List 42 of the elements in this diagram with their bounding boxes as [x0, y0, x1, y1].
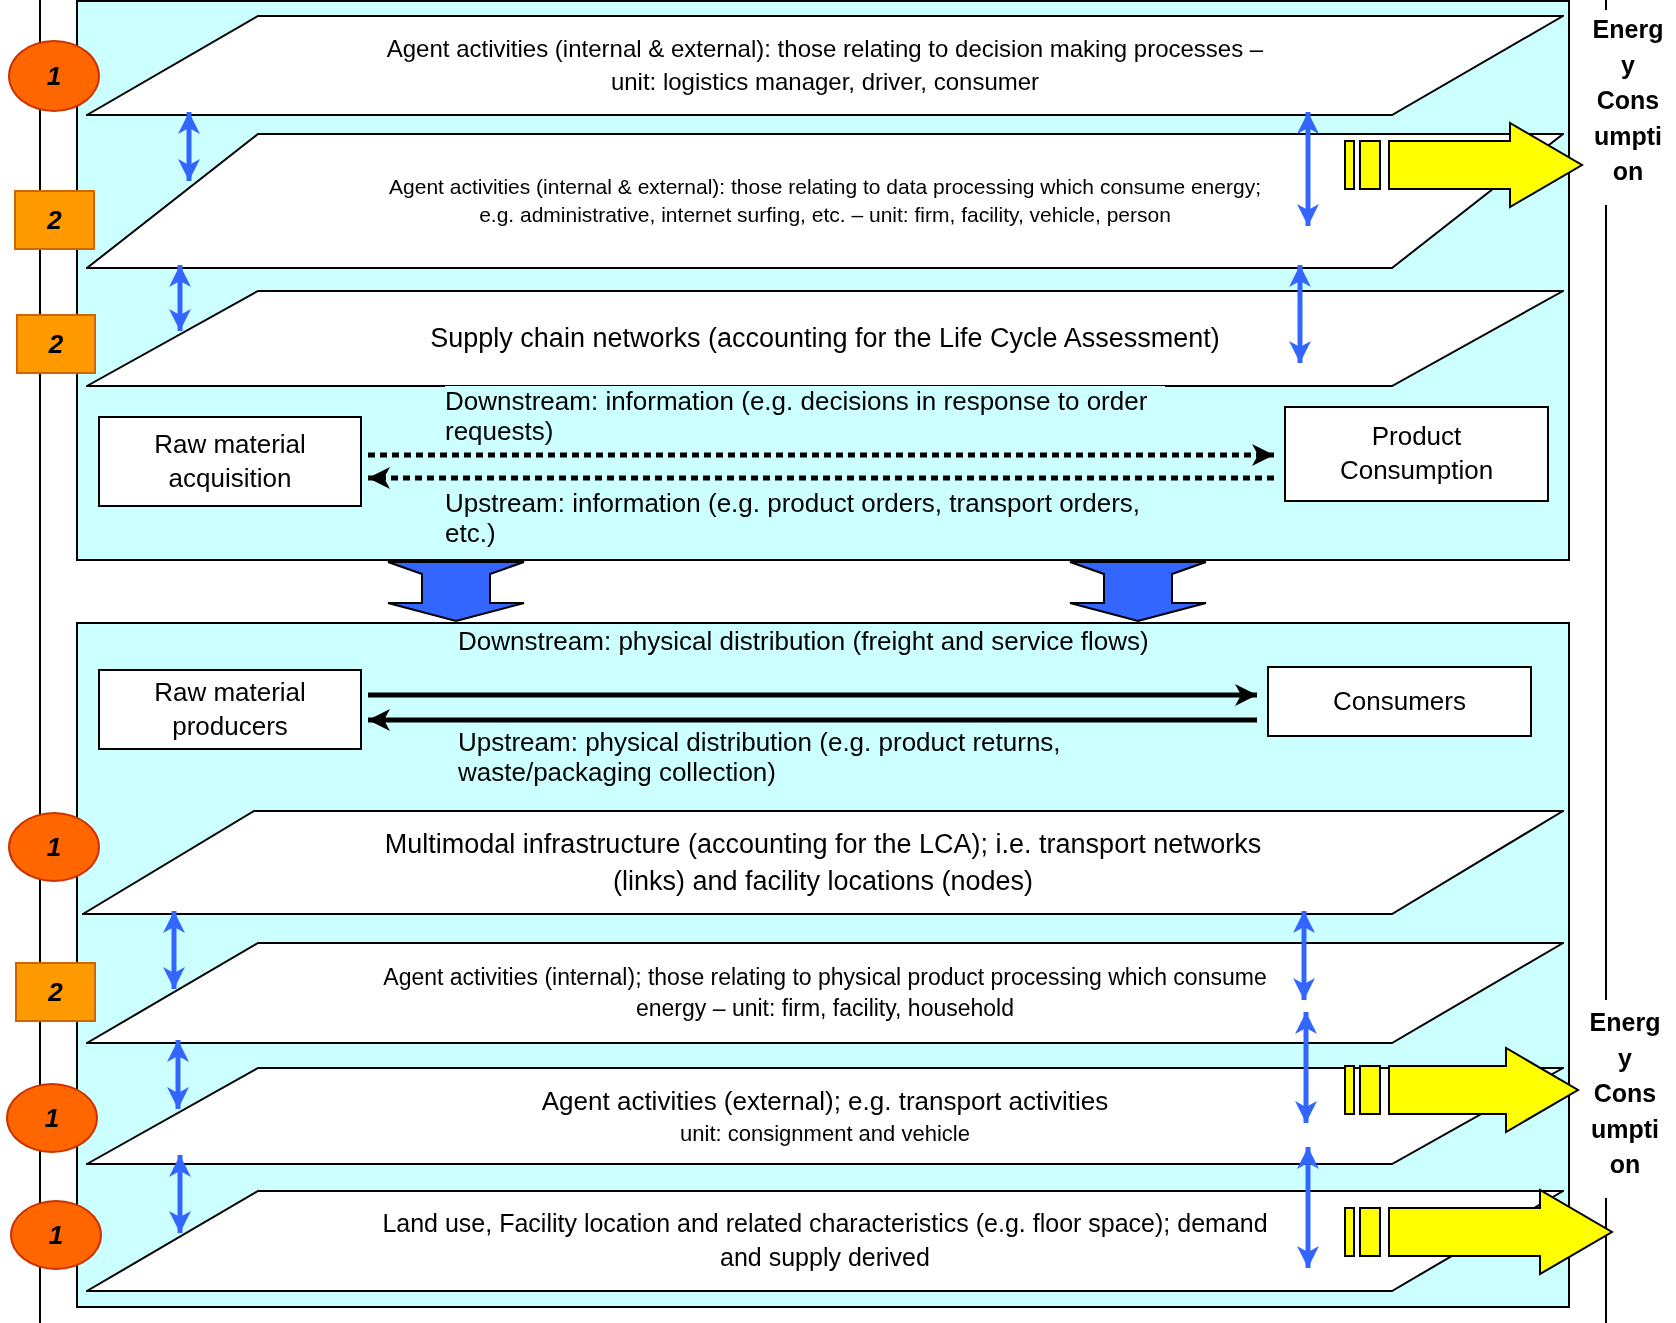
- layer-text: Agent activities (internal); those relating to physical product processing which consume energy – unit: firm, facility, household: [382, 962, 1268, 1023]
- arrow: [368, 444, 1274, 466]
- double-arrow: [163, 911, 185, 989]
- number-badge: 1: [6, 1083, 98, 1153]
- arrow: [368, 467, 1274, 489]
- energy-arrow: [1344, 1188, 1614, 1276]
- double-arrow: [1295, 1012, 1317, 1123]
- panel-background: [76, 622, 1570, 1308]
- number-badge: 2: [16, 314, 96, 374]
- arrow: [368, 684, 1257, 706]
- energy-arrow: [1344, 1046, 1580, 1134]
- double-arrow: [167, 1040, 189, 1109]
- double-arrow: [1289, 265, 1311, 363]
- number-badge: 2: [14, 190, 95, 250]
- process-box: Raw material acquisition: [98, 416, 362, 507]
- energy-label: Energy Consumption: [1578, 1005, 1672, 1195]
- process-box: Product Consumption: [1284, 406, 1549, 502]
- block-arrow: [387, 561, 525, 623]
- arrow: [368, 709, 1257, 731]
- double-arrow: [169, 1155, 191, 1233]
- block-arrow: [1069, 561, 1207, 623]
- layer-text: Agent activities (internal & external): those relating to data processing which consume energy; e.g. administrative, internet surfing, etc. – unit: firm, facility, vehicle, person: [388, 173, 1262, 228]
- process-box: Raw material producers: [98, 669, 362, 750]
- number-badge: 2: [15, 962, 96, 1022]
- number-badge: 1: [8, 40, 100, 112]
- layer-text: Agent activities (external); e.g. transport activities: [541, 1084, 1109, 1118]
- double-arrow: [1297, 112, 1319, 226]
- layer-text: Land use, Facility location and related characteristics (e.g. floor space); demand and supply derived: [381, 1208, 1269, 1273]
- number-badge: 1: [8, 812, 100, 882]
- process-box: Consumers: [1267, 666, 1532, 737]
- layer-text: unit: consignment and vehicle: [680, 1119, 970, 1148]
- double-arrow: [1293, 911, 1315, 1000]
- double-arrow: [178, 112, 200, 181]
- layer-text: Multimodal infrastructure (accounting for the LCA); i.e. transport networks (links) and facility locations (nodes): [383, 828, 1263, 898]
- number-badge: 1: [10, 1200, 102, 1270]
- double-arrow: [1297, 1147, 1319, 1268]
- energy-label: Energy Consumption: [1582, 12, 1674, 202]
- layer-text: Agent activities (internal & external): those relating to decision making processes – unit: logistics manager, driver, consumer: [385, 34, 1265, 97]
- edge-label: Downstream: information (e.g. decisions in response to order requests): [445, 386, 1165, 446]
- energy-arrow: [1344, 121, 1584, 209]
- double-arrow: [169, 265, 191, 331]
- layer-text: Supply chain networks (accounting for the Life Cycle Assessment): [430, 322, 1220, 356]
